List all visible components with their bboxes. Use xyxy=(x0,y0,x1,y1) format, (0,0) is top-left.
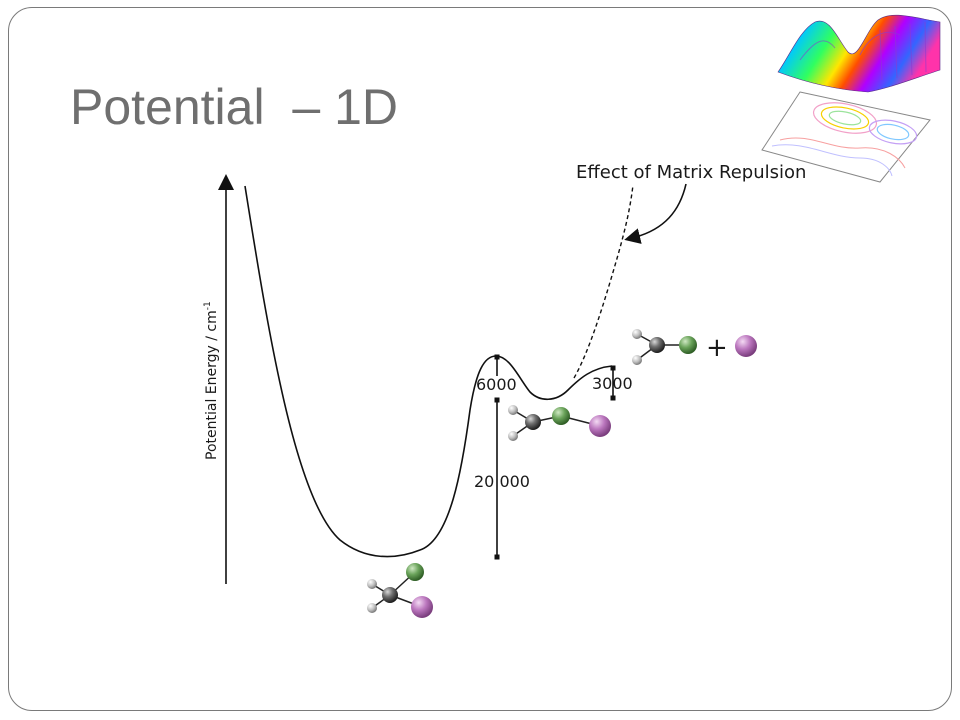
potential-curve xyxy=(244,185,613,558)
barrier-label: 6000 xyxy=(476,375,517,394)
molecule-dissociated xyxy=(632,329,757,365)
carbon-atom xyxy=(525,414,541,430)
molecule-minimum xyxy=(367,563,433,618)
hydrogen-atom xyxy=(632,329,642,339)
dissociation-label: 3000 xyxy=(592,374,633,393)
y-axis-label: Potential Energy / cm-1 xyxy=(203,301,220,460)
surface-plot-thumbnail xyxy=(777,14,941,93)
annotation-arrow xyxy=(624,183,687,244)
purple-atom xyxy=(589,415,611,437)
matrix-repulsion-curve xyxy=(573,184,634,379)
plus-sign: + xyxy=(706,333,728,363)
purple-atom xyxy=(735,335,757,357)
green-atom xyxy=(552,407,570,425)
slide-title: Potential – 1D xyxy=(70,79,398,135)
well-depth-bar xyxy=(494,397,500,560)
hydrogen-atom xyxy=(508,431,518,441)
contour-plot-thumbnail xyxy=(761,91,931,183)
carbon-atom xyxy=(649,337,665,353)
green-atom xyxy=(679,336,697,354)
barrier-bar xyxy=(494,354,500,376)
hydrogen-atom xyxy=(632,355,642,365)
hydrogen-atom xyxy=(367,603,377,613)
well-depth-label: 20 000 xyxy=(474,472,530,491)
dissociation-bar xyxy=(610,365,616,401)
purple-atom xyxy=(411,596,433,618)
matrix-repulsion-label: Effect of Matrix Repulsion xyxy=(576,162,806,183)
hydrogen-atom xyxy=(508,405,518,415)
molecule-intermediate xyxy=(508,405,611,441)
carbon-atom xyxy=(382,587,398,603)
green-atom xyxy=(406,563,424,581)
hydrogen-atom xyxy=(367,579,377,589)
